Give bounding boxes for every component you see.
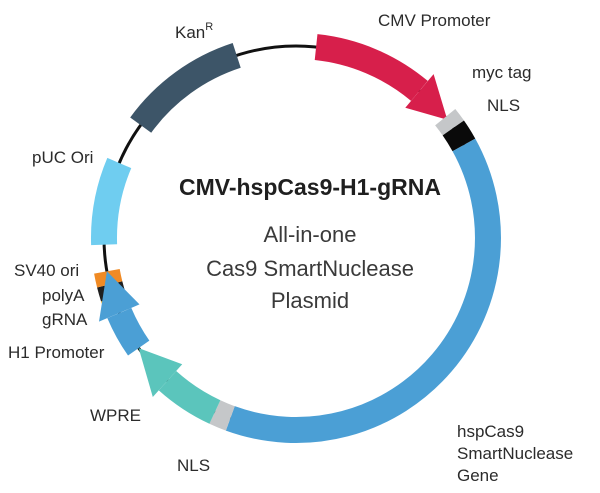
nls-segment-bottom[interactable] [209, 400, 235, 431]
wpre-segment[interactable] [158, 370, 221, 424]
grna-label: gRNA [42, 310, 88, 329]
plasmid-title: CMV-hspCas9-H1-gRNA [179, 174, 441, 200]
nls-label-bottom: NLS [177, 456, 210, 475]
cas9-label-line-1: hspCas9 [457, 422, 524, 441]
wpre-arrowhead [138, 348, 183, 397]
wpre-label: WPRE [90, 406, 141, 425]
nls-label-top: NLS [487, 96, 520, 115]
cmv-promoter-segment[interactable] [314, 34, 428, 102]
polya-label: polyA [42, 286, 85, 305]
plasmid-subtitle-line-1: All-in-one [264, 222, 357, 247]
cmv-promoter-arrowhead [405, 74, 448, 120]
cas9-gene-segment[interactable] [225, 138, 501, 443]
plasmid-subtitle-line-3: Plasmid [271, 288, 349, 313]
h1-promoter-arrowhead [99, 271, 140, 322]
puc-ori-label: pUC Ori [32, 148, 93, 167]
cas9-label-line-3: Gene [457, 466, 499, 485]
h1-promoter-segment[interactable] [107, 307, 150, 356]
nls-segment-top[interactable] [442, 120, 476, 152]
cas9-label-line-2: SmartNuclease [457, 444, 573, 463]
myc-tag-label: myc tag [472, 63, 532, 82]
cmv-promoter-label: CMV Promoter [378, 11, 491, 30]
puc-ori-segment[interactable] [91, 157, 132, 246]
plasmid-subtitle-line-2: Cas9 SmartNuclease [206, 256, 414, 281]
kan-segment[interactable] [130, 43, 241, 133]
h1-promoter-label: H1 Promoter [8, 343, 105, 362]
sv40-ori-label: SV40 ori [14, 261, 79, 280]
myc-tag-segment[interactable] [435, 108, 464, 136]
kan-label: KanR [175, 21, 213, 42]
